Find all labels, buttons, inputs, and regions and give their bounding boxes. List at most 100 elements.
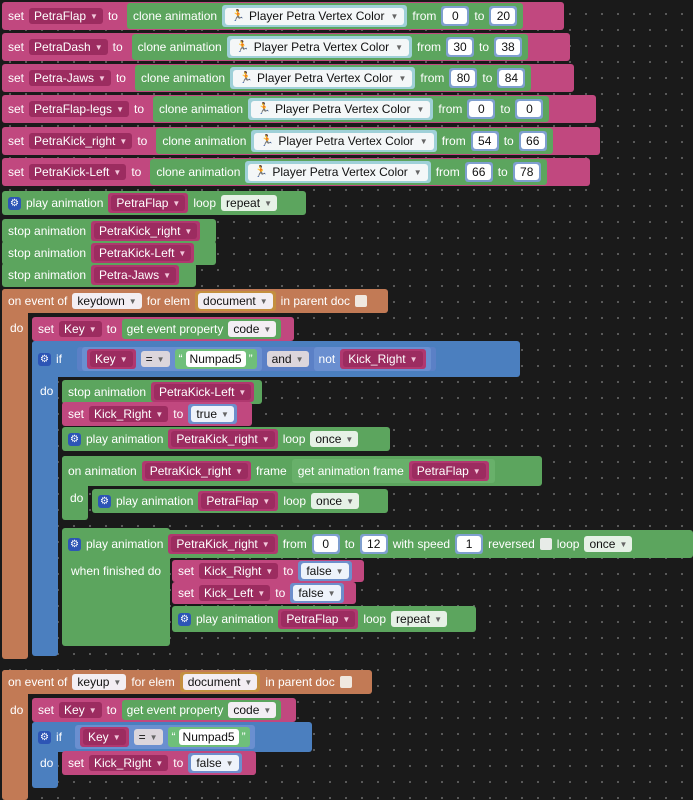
speed-number[interactable]: 1 [457, 536, 482, 552]
anim-var-pill[interactable]: PetraFlap▼ [278, 609, 359, 629]
animation-source-block[interactable]: 🏃Player Petra Vertex Color▼ [226, 36, 413, 58]
set-key-block[interactable]: set Key▼ to get event property code▼ [32, 317, 294, 341]
loop-dropdown[interactable]: once▼ [310, 431, 359, 447]
play-animation-block[interactable]: ⚙ play animation PetraFlap▼ loop once▼ [92, 489, 388, 513]
anim-var-pill[interactable]: Petra-Jaws▼ [91, 265, 179, 285]
bool-block[interactable]: false▼ [290, 583, 344, 603]
loop-dropdown[interactable]: once▼ [311, 493, 359, 509]
anim-var-pill[interactable]: PetraKick_right▼ [141, 461, 252, 481]
anim-var-pill[interactable]: PetraFlap▼ [408, 461, 489, 481]
var-pill[interactable]: Kick_Right▼ [340, 349, 426, 369]
prop-dropdown[interactable]: code▼ [228, 321, 277, 337]
animation-source-dropdown[interactable]: 🏃Player Petra Vertex Color▼ [254, 132, 434, 150]
anim-dropdown[interactable]: Petra-Jaws▼ [94, 267, 176, 283]
anim-dropdown[interactable]: PetraKick_right▼ [171, 431, 275, 447]
stop-animation-block[interactable]: stop animation PetraKick-Left▼ [2, 241, 216, 265]
stop-animation-block[interactable]: stop animation PetraKick_right▼ [2, 219, 216, 243]
and-block[interactable]: Key▼ =▼ “Numpad5” and▼ not Kick_Right▼ [77, 347, 436, 371]
var-pill[interactable]: Key▼ [80, 727, 129, 747]
keydown-event-header[interactable]: on event of keydown▼ for elem document▼ … [2, 289, 388, 313]
animation-source-block[interactable]: 🏃Player Petra Vertex Color▼ [245, 161, 431, 183]
var-dropdown[interactable]: PetraKick-Left▼ [29, 164, 127, 180]
keyup-event-header[interactable]: on event of keyup▼ for elem document▼ in… [2, 670, 372, 694]
string-value[interactable]: Numpad5 [185, 351, 246, 367]
var-dropdown[interactable]: PetraFlap-legs▼ [29, 101, 129, 117]
number-block[interactable]: 12 [359, 534, 388, 554]
compare-block[interactable]: Key▼ =▼ “Numpad5” [75, 725, 255, 749]
elem-dropdown[interactable]: document▼ [182, 674, 258, 690]
play-animation-block[interactable]: ⚙ play animation PetraKick_right▼ loop o… [62, 427, 390, 451]
number-block[interactable]: 66 [518, 131, 547, 151]
set-kick-block[interactable]: set Kick_Right▼ to true▼ [62, 402, 252, 426]
var-dropdown[interactable]: Key▼ [59, 702, 102, 718]
bool-dropdown[interactable]: false▼ [293, 585, 341, 601]
play-animation-ext-block[interactable]: ⚙ play animation PetraKick_right▼ from 0… [62, 530, 693, 558]
var-dropdown[interactable]: PetraFlap▼ [29, 8, 103, 24]
number-block[interactable]: 0 [311, 534, 340, 554]
number-block[interactable]: 78 [512, 162, 541, 182]
number-block[interactable]: 84 [497, 68, 526, 88]
number-block[interactable]: 80 [449, 68, 478, 88]
animation-source-block[interactable]: 🏃Player Petra Vertex Color▼ [248, 98, 434, 120]
anim-var-pill[interactable]: PetraKick_right▼ [168, 534, 278, 554]
play-animation-block[interactable]: ⚙ play animation PetraFlap▼ loop repeat▼ [2, 191, 306, 215]
event-dropdown[interactable]: keyup▼ [72, 674, 127, 690]
animation-source-dropdown[interactable]: 🏃Player Petra Vertex Color▼ [225, 7, 405, 25]
if-block-header[interactable]: ⚙ if Key▼ =▼ “Numpad5” and▼ not Kick_Rig… [32, 341, 520, 377]
number-block[interactable]: 38 [494, 37, 523, 57]
gear-icon[interactable]: ⚙ [8, 196, 21, 210]
var-dropdown[interactable]: Petra-Jaws▼ [29, 70, 111, 86]
set-kick-block[interactable]: set Kick_Left▼ to false▼ [172, 582, 356, 604]
bool-block[interactable]: false▼ [298, 561, 352, 581]
play-animation-block[interactable]: ⚙ play animation PetraFlap▼ loop repeat▼ [172, 606, 476, 632]
animation-source-dropdown[interactable]: 🏃Player Petra Vertex Color▼ [229, 38, 410, 56]
anim-var-pill[interactable]: PetraKick-Left▼ [91, 243, 195, 263]
from-number[interactable]: 80 [451, 70, 476, 86]
get-event-property-block[interactable]: get event property code▼ [121, 700, 282, 720]
op-dropdown[interactable]: =▼ [133, 729, 163, 745]
if-block-header[interactable]: ⚙ if Key▼ =▼ “Numpad5” [32, 722, 312, 752]
anim-var-pill[interactable]: PetraKick_right▼ [91, 221, 201, 241]
clone-animation-block[interactable]: clone animation🏃Player Petra Vertex Colo… [131, 34, 529, 60]
bool-block[interactable]: true▼ [188, 404, 237, 424]
not-block[interactable]: not Kick_Right▼ [313, 347, 431, 371]
bool-dropdown[interactable]: false▼ [301, 563, 349, 579]
gear-icon[interactable]: ⚙ [178, 612, 191, 626]
get-event-property-block[interactable]: get event property code▼ [121, 319, 282, 339]
string-value[interactable]: Numpad5 [178, 729, 239, 745]
anim-var-pill[interactable]: PetraFlap▼ [108, 193, 189, 213]
animation-source-dropdown[interactable]: 🏃Player Petra Vertex Color▼ [248, 163, 428, 181]
gear-icon[interactable]: ⚙ [98, 494, 111, 508]
animation-source-block[interactable]: 🏃Player Petra Vertex Color▼ [230, 67, 416, 89]
number-block[interactable]: 20 [489, 6, 518, 26]
var-dropdown[interactable]: PetraDash▼ [29, 39, 108, 55]
elem-dropdown[interactable]: document▼ [198, 293, 273, 309]
clone-animation-block[interactable]: clone animation🏃Player Petra Vertex Colo… [153, 96, 550, 122]
to-number[interactable]: 12 [361, 536, 386, 552]
set-kick-block[interactable]: set Kick_Right▼ to false▼ [62, 751, 256, 775]
loop-dropdown[interactable]: repeat▼ [391, 611, 447, 627]
var-dropdown[interactable]: Key▼ [90, 351, 133, 367]
from-number[interactable]: 0 [469, 101, 494, 117]
number-block[interactable]: 54 [470, 131, 499, 151]
to-number[interactable]: 84 [499, 70, 524, 86]
var-dropdown[interactable]: Kick_Right▼ [89, 406, 169, 422]
var-dropdown[interactable]: Kick_Left▼ [199, 585, 271, 601]
gear-icon[interactable]: ⚙ [68, 537, 81, 551]
get-animation-frame-block[interactable]: get animation frame PetraFlap▼ [291, 459, 495, 483]
from-number[interactable]: 66 [466, 164, 491, 180]
string-block[interactable]: “Numpad5” [167, 727, 250, 747]
loop-dropdown[interactable]: once▼ [584, 536, 633, 552]
clone-animation-block[interactable]: clone animation🏃Player Petra Vertex Colo… [126, 3, 524, 29]
to-number[interactable]: 78 [514, 164, 539, 180]
event-dropdown[interactable]: keydown▼ [72, 293, 142, 309]
to-number[interactable]: 38 [496, 39, 521, 55]
anim-var-pill[interactable]: PetraKick-Left▼ [151, 382, 255, 402]
number-block[interactable]: 0 [467, 99, 496, 119]
bool-dropdown[interactable]: false▼ [191, 755, 239, 771]
elem-pill[interactable]: document▼ [195, 291, 276, 311]
